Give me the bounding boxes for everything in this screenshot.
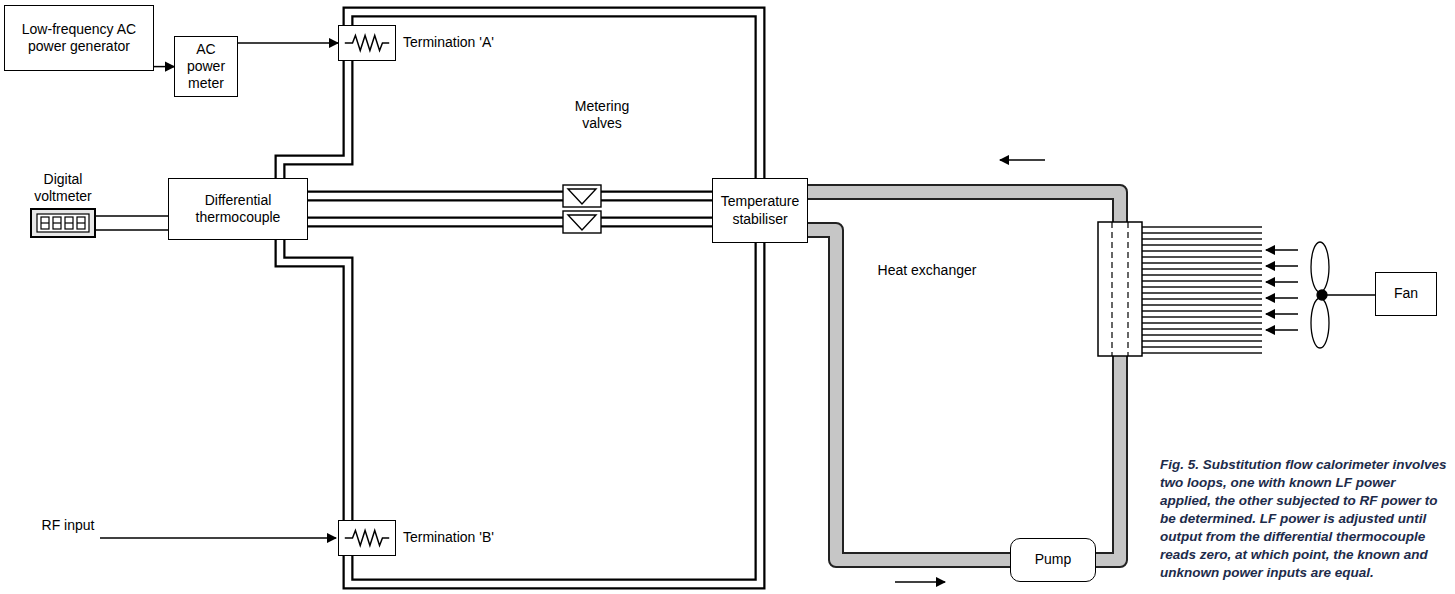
- termination: Termination 'B': [338, 520, 396, 556]
- node-label: Termination 'B': [403, 529, 494, 546]
- node-label: Low-frequency AC power generator: [11, 21, 147, 55]
- node-label: Differential thermocouple: [175, 192, 301, 226]
- voltmeter: Digital voltmeter: [30, 208, 96, 238]
- signal-wire: [96, 216, 168, 230]
- display-digits: [32, 210, 94, 236]
- figure-caption: Fig. 5. Substitution flow calorimeter in…: [1160, 456, 1448, 582]
- node-label: Termination 'A': [403, 34, 494, 51]
- part-label: RF input: [38, 517, 98, 534]
- heat-exchanger: [1098, 222, 1262, 356]
- flow-arrow: [895, 581, 945, 583]
- process-box: Low-frequency AC power generator: [4, 5, 154, 71]
- signal-arrow: [238, 43, 338, 44]
- fan-box: Fan: [1375, 272, 1437, 316]
- thermocouple-box: Differential thermocouple: [168, 178, 308, 240]
- resistor-symbol: [339, 26, 395, 60]
- stabiliser-box: Temperature stabiliser: [712, 178, 808, 243]
- flow-pipe: [308, 196, 712, 197]
- pump-box: Pump: [1010, 538, 1096, 582]
- node-label: Digital voltmeter: [21, 171, 105, 205]
- meter-box: AC power meter: [174, 36, 238, 97]
- node-label: Temperature stabiliser: [719, 193, 801, 227]
- fan-blades: [1311, 242, 1375, 348]
- flow-pipe: [348, 12, 760, 178]
- signal-arrow: [154, 66, 174, 67]
- node-label: Fan: [1394, 285, 1418, 302]
- part-label: Heat exchanger: [872, 262, 982, 279]
- rf-input-arrow: [100, 537, 336, 539]
- flow-arrow: [1000, 159, 1045, 161]
- node-label: Pump: [1035, 551, 1072, 568]
- metering-valve: [563, 185, 601, 207]
- termination: Termination 'A': [338, 25, 396, 61]
- flow-pipe: [308, 222, 712, 223]
- coolant-pipe: [808, 192, 1120, 560]
- part-label: Metering valves: [560, 98, 644, 132]
- flow-pipe: [280, 61, 348, 178]
- coolant-pipe: [808, 230, 1010, 560]
- resistor-symbol: [339, 521, 395, 555]
- metering-valve: [563, 211, 601, 233]
- node-label: AC power meter: [181, 41, 231, 92]
- flow-pipe: [348, 243, 760, 584]
- air-arrows: [1266, 250, 1298, 330]
- flow-pipe: [280, 240, 348, 520]
